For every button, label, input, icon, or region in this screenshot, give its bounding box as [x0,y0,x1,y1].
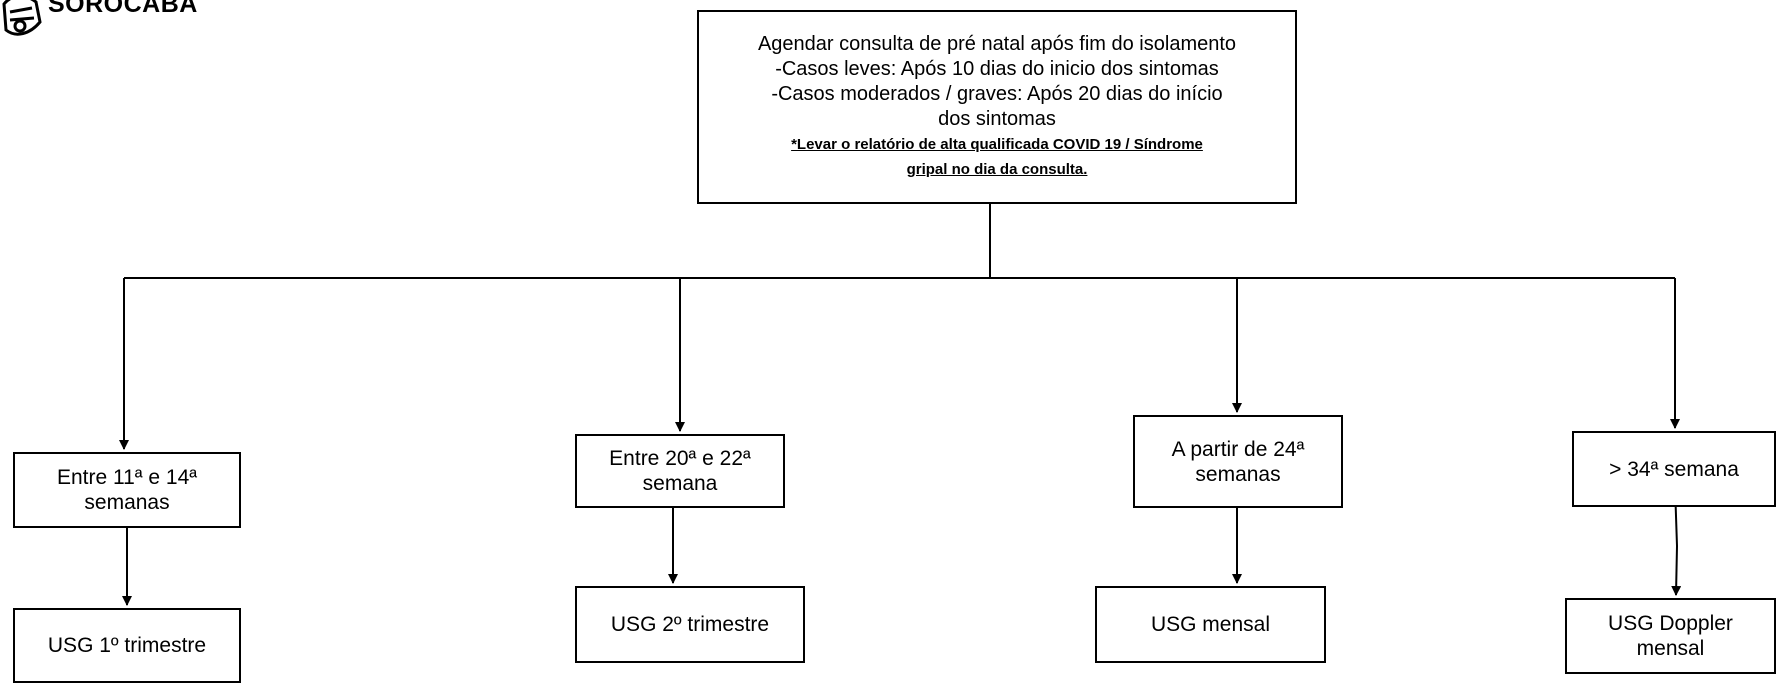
result-2-box: USG 2º trimestre [575,586,805,663]
severe-cases-line: -Casos moderados / graves: Após 20 dias … [771,83,1223,105]
result-1-box: USG 1º trimestre [13,608,241,683]
logo-text: SOROCABA [48,0,198,18]
result-3-box: USG mensal [1095,586,1326,663]
branch-3-label: A partir de 24ª [1171,437,1305,461]
city-crest-icon [2,0,42,36]
branch-2-box: Entre 20ª e 22ª semana [575,434,785,508]
severe-cases-line-cont: dos sintomas [938,108,1056,130]
branch-1-box: Entre 11ª e 14ª semanas [13,452,241,528]
branch-2-label-cont: semana [642,472,718,495]
branch-3-label-cont: semanas [1195,462,1281,486]
mild-cases-line: -Casos leves: Após 10 dias do inicio dos… [775,58,1219,80]
result-4-box: USG Doppler mensal [1565,598,1776,674]
branch-4-box: > 34ª semana [1572,431,1776,507]
branch-1-label-cont: semanas [84,491,170,514]
result-4-label-cont: mensal [1636,637,1705,660]
branch-3-box: A partir de 24ª semanas [1133,415,1343,508]
prenatal-schedule-box: Agendar consulta de pré natal após fim d… [697,10,1297,204]
result-3-label: USG mensal [1150,613,1271,636]
branch-2-label: Entre 20ª e 22ª [609,447,751,470]
branch-4-label: > 34ª semana [1609,457,1739,481]
report-note: *Levar o relatório de alta qualificada C… [791,136,1203,153]
report-note-cont: gripal no dia da consulta. [906,161,1088,178]
result-2-label: USG 2º trimestre [610,613,770,636]
schedule-line: Agendar consulta de pré natal após fim d… [757,33,1237,55]
branch-1-label: Entre 11ª e 14ª [56,466,198,489]
result-1-label: USG 1º trimestre [47,634,207,657]
logo: SOROCABA [0,0,198,40]
result-4-label: USG Doppler [1608,612,1733,635]
